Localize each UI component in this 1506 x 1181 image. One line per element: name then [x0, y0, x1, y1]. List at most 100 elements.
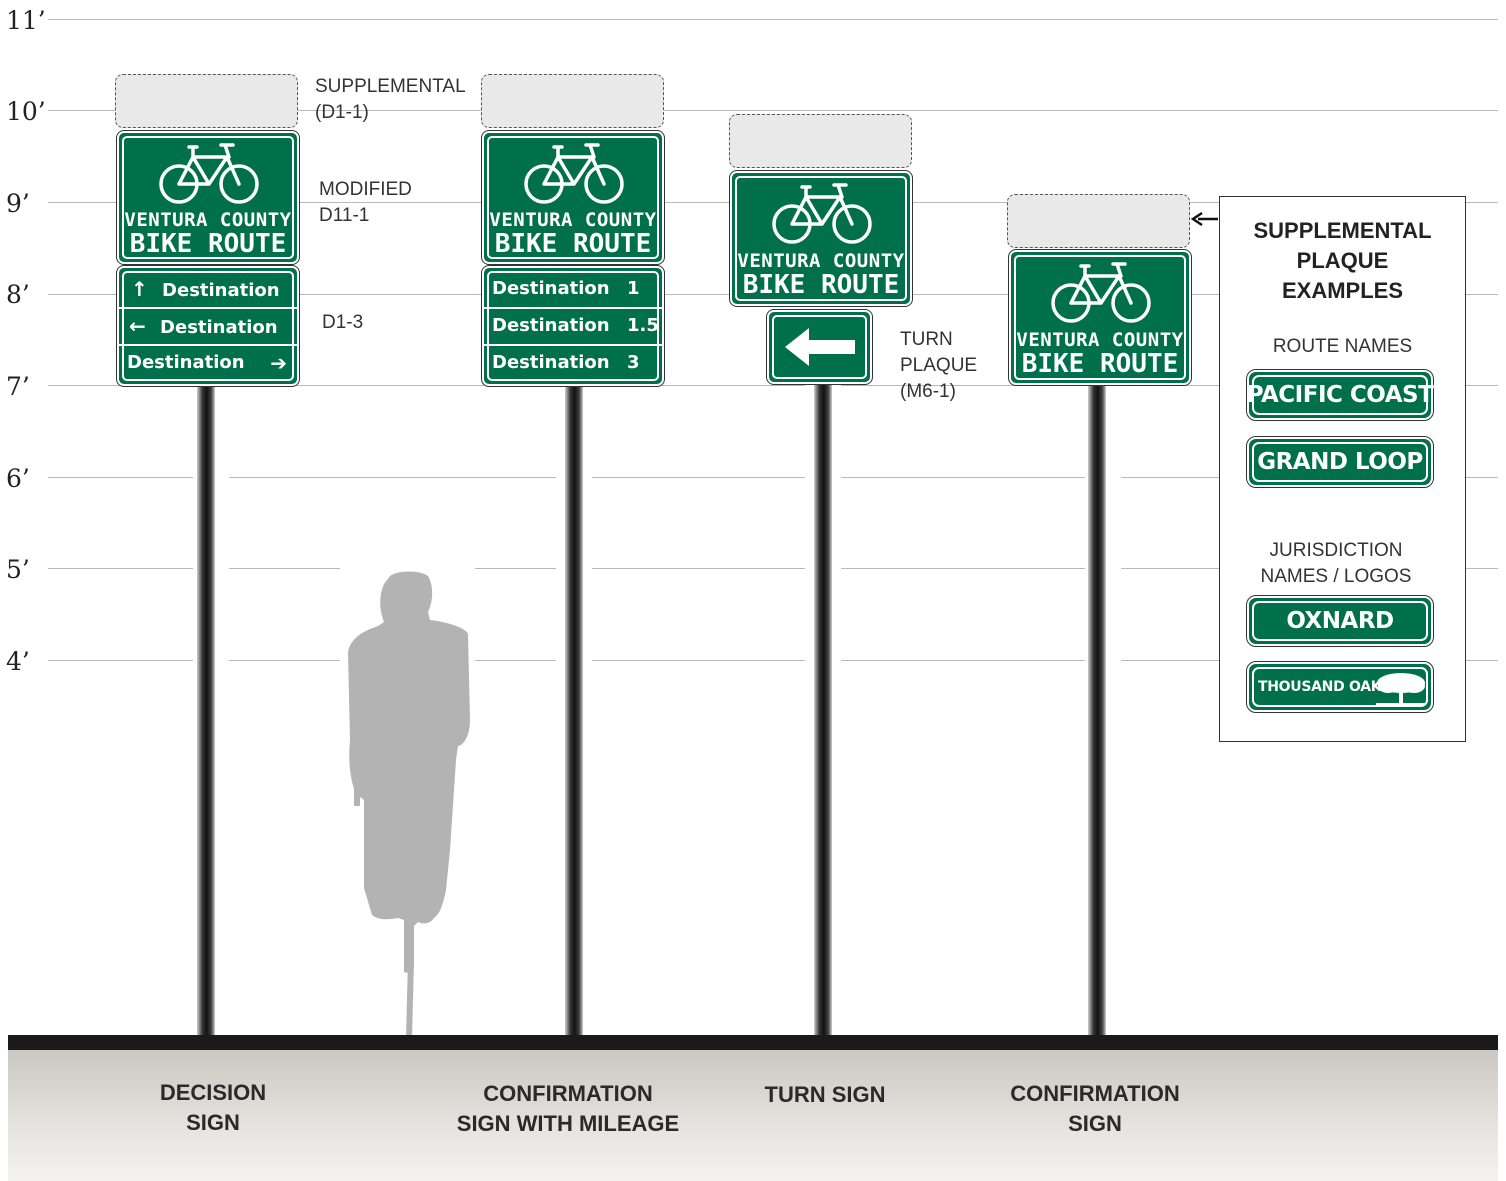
route-sign-line1: VENTURA COUNTY	[1016, 329, 1184, 351]
route-sign-turn: VENTURA COUNTY BIKE ROUTE	[729, 170, 913, 307]
destination-label: Destination	[160, 317, 278, 338]
mileage-row: Destination 1.5	[484, 307, 662, 343]
annotation-line: (M6-1)	[900, 381, 956, 402]
destination-label: Destination	[127, 352, 245, 373]
height-label-7: 7’	[6, 372, 30, 401]
mileage-destination-sign: Destination 1 Destination 1.5 Destinatio…	[481, 265, 665, 387]
label-turn-sign: TURN SIGN	[745, 1080, 905, 1110]
ground-line	[8, 1035, 1498, 1050]
annotation-d13: D1-3	[322, 312, 364, 333]
route-sign-line2: BIKE ROUTE	[129, 229, 287, 259]
label-line: DECISION	[159, 1080, 267, 1105]
route-sign-line2: BIKE ROUTE	[742, 270, 900, 300]
arrow-up-icon: ↑	[131, 277, 148, 301]
label-line: SIGN	[186, 1110, 240, 1135]
plaque-jurisdiction: OXNARD	[1246, 595, 1434, 647]
supplemental-placeholder-turn	[729, 114, 912, 168]
mileage-value: 1	[627, 278, 640, 299]
destination-label: Destination	[162, 280, 280, 301]
height-label-8: 8’	[6, 280, 30, 309]
height-label-4: 4’	[6, 647, 30, 676]
annotation-modified: MODIFIED D11-1	[319, 177, 412, 229]
annotation-line: PLAQUE	[900, 355, 978, 376]
decision-row-straight: ↑ Destination	[119, 272, 297, 306]
bicycle-icon	[1051, 262, 1151, 323]
destination-label: Destination	[492, 315, 610, 336]
annotation-line: TURN	[900, 329, 953, 350]
legend-title: SUPPLEMENTAL PLAQUE EXAMPLES	[1219, 216, 1466, 306]
annotation-line: D11-1	[319, 205, 370, 226]
plaque-route-name: GRAND LOOP	[1246, 436, 1434, 488]
pole-confirmation	[1088, 382, 1106, 1037]
height-label-9: 9’	[6, 189, 30, 218]
gridline-5	[48, 568, 1498, 569]
label-line: TURN SIGN	[764, 1082, 886, 1107]
label-line: CONFIRMATION	[483, 1081, 653, 1106]
supplemental-placeholder-confirmation	[1007, 194, 1190, 248]
plaque-jurisdiction-logo: THOUSAND OAKS	[1246, 661, 1434, 713]
destination-label: Destination	[492, 278, 610, 299]
pole-mileage	[565, 385, 583, 1037]
gridline-7	[48, 385, 1498, 386]
gridline-10	[48, 110, 1498, 111]
label-decision-sign: DECISION SIGN	[113, 1078, 313, 1138]
supplemental-placeholder-decision	[115, 74, 298, 128]
mileage-value: 1.5	[627, 315, 659, 336]
gridline-11	[48, 19, 1498, 20]
route-sign-confirmation: VENTURA COUNTY BIKE ROUTE	[1008, 249, 1192, 386]
route-sign-mileage: VENTURA COUNTY BIKE ROUTE	[481, 130, 665, 265]
annotation-turn-plaque: TURN PLAQUE (M6-1)	[900, 327, 977, 405]
bicycle-icon	[159, 143, 259, 204]
decision-row-left: ← Destination	[119, 307, 297, 343]
route-sign-line2: BIKE ROUTE	[494, 229, 652, 259]
pole-decision	[197, 385, 215, 1037]
supplemental-placeholder-mileage	[481, 74, 664, 128]
height-label-5: 5’	[6, 555, 30, 584]
pole-turn	[814, 380, 832, 1037]
legend-title-line: SUPPLEMENTAL	[1253, 218, 1432, 243]
label-line: SIGN WITH MILEAGE	[456, 1111, 680, 1136]
decision-row-right: Destination ➔	[119, 344, 297, 380]
annotation-line: (D1-1)	[315, 102, 369, 123]
mileage-row: Destination 1	[484, 272, 662, 306]
legend-heading-line: NAMES / LOGOS	[1260, 566, 1412, 587]
label-confirmation-mileage-sign: CONFIRMATION SIGN WITH MILEAGE	[438, 1079, 698, 1139]
ground	[8, 1050, 1498, 1181]
label-line: CONFIRMATION	[1010, 1081, 1180, 1106]
legend-jurisdiction-heading: JURISDICTION NAMES / LOGOS	[1219, 538, 1453, 590]
label-line: SIGN	[1068, 1111, 1122, 1136]
label-confirmation-sign: CONFIRMATION SIGN	[985, 1079, 1205, 1139]
legend-route-names-heading: ROUTE NAMES	[1272, 336, 1413, 357]
mileage-row: Destination 3	[484, 344, 662, 380]
annotation-line: MODIFIED	[319, 179, 412, 200]
bicycle-icon	[772, 183, 872, 244]
mileage-value: 3	[627, 352, 640, 373]
oak-tree-icon	[1376, 673, 1426, 705]
turn-plaque-sign	[766, 309, 873, 385]
height-label-10: 10’	[6, 97, 46, 126]
plaque-label: THOUSAND OAKS	[1258, 679, 1392, 695]
annotation-line: SUPPLEMENTAL	[315, 76, 466, 97]
route-sign-line1: VENTURA COUNTY	[737, 250, 905, 272]
arrow-left-icon	[785, 328, 855, 366]
cyclist-silhouette	[348, 571, 470, 1038]
plaque-label: GRAND LOOP	[1257, 449, 1423, 475]
legend-title-line: EXAMPLES	[1281, 278, 1404, 303]
decision-destination-sign: ↑ Destination ← Destination Destination …	[116, 265, 300, 387]
height-label-11: 11’	[6, 6, 46, 35]
legend-heading-line: JURISDICTION	[1269, 540, 1403, 561]
gridline-4	[48, 660, 1498, 661]
bicycle-icon	[524, 143, 624, 204]
plaque-label: PACIFIC COAST	[1246, 382, 1434, 408]
arrow-left-icon: ←	[129, 314, 146, 338]
annotation-supplemental: SUPPLEMENTAL (D1-1)	[315, 74, 466, 126]
height-label-6: 6’	[6, 464, 30, 493]
gridline-6	[48, 477, 1498, 478]
plaque-label: OXNARD	[1286, 608, 1394, 634]
arrow-right-icon: ➔	[270, 351, 287, 375]
destination-label: Destination	[492, 352, 610, 373]
route-sign-line2: BIKE ROUTE	[1021, 349, 1179, 379]
arrow-pointer-icon	[1190, 211, 1218, 227]
plaque-route-name: PACIFIC COAST	[1246, 369, 1434, 421]
route-sign-decision: VENTURA COUNTY BIKE ROUTE	[116, 130, 300, 265]
